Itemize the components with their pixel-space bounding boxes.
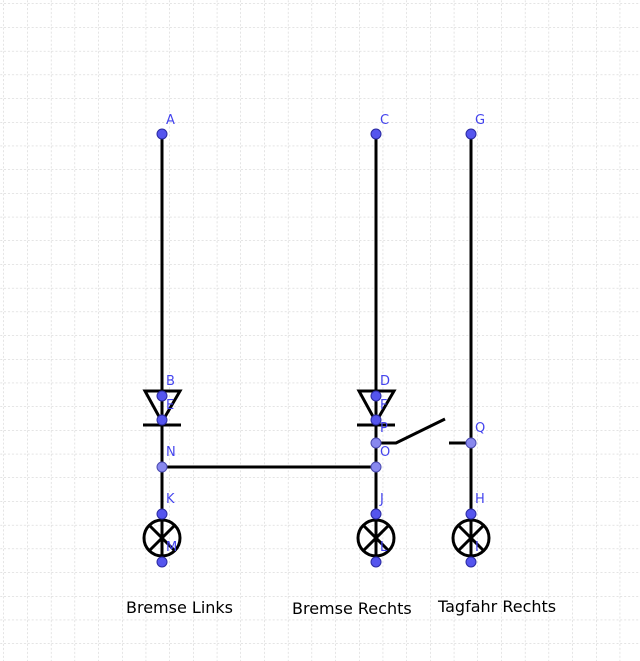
- label-j: J: [379, 492, 384, 507]
- point-i[interactable]: [465, 556, 477, 568]
- point-o[interactable]: [370, 461, 382, 473]
- point-k[interactable]: [156, 508, 168, 520]
- caption-tagfahr-rechts: Tagfahr Rechts: [437, 597, 556, 616]
- label-m: M: [166, 540, 177, 555]
- label-d: D: [380, 374, 390, 389]
- point-c[interactable]: [370, 128, 382, 140]
- label-o: O: [380, 445, 390, 460]
- lamp-middle: [356, 518, 396, 558]
- point-j[interactable]: [370, 508, 382, 520]
- caption-bremse-links: Bremse Links: [126, 598, 233, 617]
- point-a[interactable]: [156, 128, 168, 140]
- point-p[interactable]: [370, 437, 382, 449]
- points: [156, 128, 477, 568]
- label-a: A: [166, 113, 175, 128]
- point-g[interactable]: [465, 128, 477, 140]
- wires: [160, 134, 473, 562]
- point-l[interactable]: [370, 556, 382, 568]
- label-g: G: [475, 113, 485, 128]
- label-i: I: [475, 540, 479, 555]
- label-b: B: [166, 374, 175, 389]
- point-q[interactable]: [465, 437, 477, 449]
- lamp-right: [451, 518, 491, 558]
- lamp-left: [142, 518, 182, 558]
- label-n: N: [166, 445, 176, 460]
- label-q: Q: [475, 421, 485, 436]
- label-l: L: [380, 540, 388, 555]
- label-k: K: [166, 492, 175, 507]
- caption-bremse-rechts: Bremse Rechts: [292, 599, 412, 618]
- label-h: H: [475, 492, 485, 507]
- point-h[interactable]: [465, 508, 477, 520]
- point-d[interactable]: [370, 390, 382, 402]
- label-p: P: [380, 421, 388, 436]
- label-e: E: [166, 398, 174, 413]
- point-e[interactable]: [156, 414, 168, 426]
- point-m[interactable]: [156, 556, 168, 568]
- point-n[interactable]: [156, 461, 168, 473]
- point-b[interactable]: [156, 390, 168, 402]
- label-f: F: [380, 398, 387, 413]
- point-f[interactable]: [370, 414, 382, 426]
- point-labels: A C G B E D F P Q N O K J H M L I: [166, 113, 485, 555]
- label-c: C: [380, 113, 389, 128]
